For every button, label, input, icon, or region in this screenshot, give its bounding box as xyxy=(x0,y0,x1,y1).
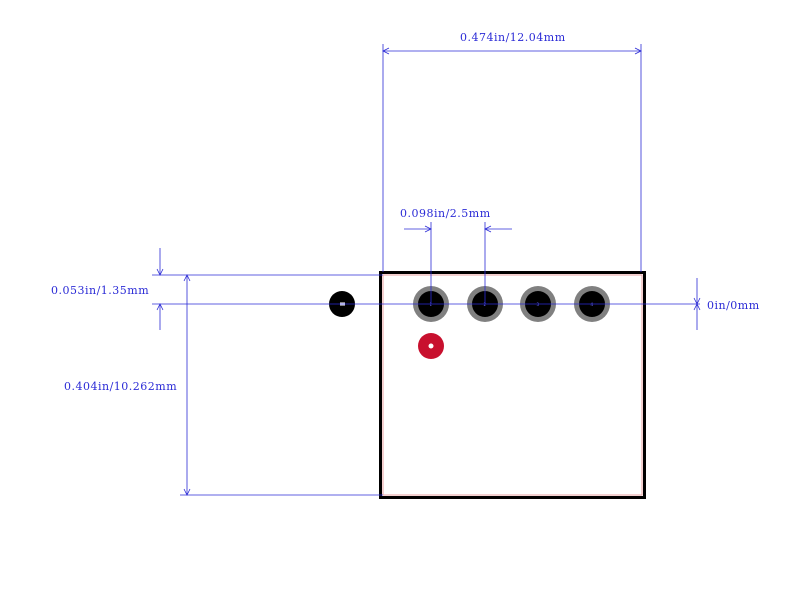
component-outline xyxy=(379,271,646,499)
courtyard-outline xyxy=(382,274,643,496)
pin-1-number: 1 xyxy=(430,302,433,307)
offset-dimension-label: 0.053in/1.35mm xyxy=(51,284,149,297)
dimension-lines xyxy=(152,44,701,496)
origin-dimension-label: 0in/0mm xyxy=(707,299,760,312)
pin-4-number: 4 xyxy=(591,302,594,307)
pitch-dimension-label: 0.098in/2.5mm xyxy=(400,207,491,220)
width-dimension-label: 0.474in/12.04mm xyxy=(460,31,566,44)
pin1-indicator-center xyxy=(428,343,434,349)
pin-2-number: 2 xyxy=(484,302,487,307)
height-dimension-label: 0.404in/10.262mm xyxy=(64,380,177,393)
pin-3-number: 3 xyxy=(537,302,540,307)
